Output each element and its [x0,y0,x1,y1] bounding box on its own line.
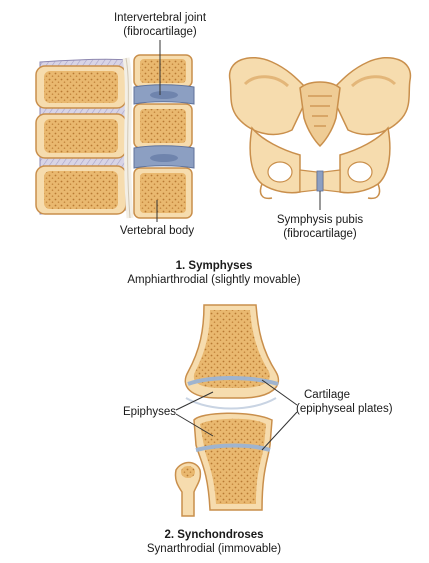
label-intervertebral-joint-line2: (fibrocartilage) [90,25,230,39]
symphysis-pubis-cartilage [317,171,323,191]
vertebral-body-left [36,66,126,214]
caption-synchondroses: 2. Synchondroses Synarthrodial (immovabl… [104,528,324,556]
label-intervertebral-joint-line1: Intervertebral joint [90,11,230,25]
long-bone-illustration [175,305,278,516]
label-vertebral-body: Vertebral body [92,224,222,238]
pelvis-illustration [230,58,411,199]
caption-synchondroses-subtitle: Synarthrodial (immovable) [104,542,324,556]
label-cartilage-line2: (epiphyseal plates) [296,402,420,416]
label-epiphyses: Epiphyses [100,405,176,419]
caption-symphyses: 1. Symphyses Amphiarthrodial (slightly m… [84,259,344,287]
label-symphysis-pubis: Symphysis pubis (fibrocartilage) [255,213,385,241]
label-cartilage: Cartilage (epiphyseal plates) [296,388,420,416]
label-symphysis-pubis-line2: (fibrocartilage) [255,227,385,241]
caption-symphyses-subtitle: Amphiarthrodial (slightly movable) [84,273,344,287]
label-cartilage-line1: Cartilage [296,388,420,402]
caption-symphyses-title: 1. Symphyses [176,260,253,272]
caption-synchondroses-title: 2. Synchondroses [164,529,263,541]
label-intervertebral-joint: Intervertebral joint (fibrocartilage) [90,11,230,39]
vertebral-column-illustration [36,55,194,218]
label-symphysis-pubis-line1: Symphysis pubis [255,213,385,227]
